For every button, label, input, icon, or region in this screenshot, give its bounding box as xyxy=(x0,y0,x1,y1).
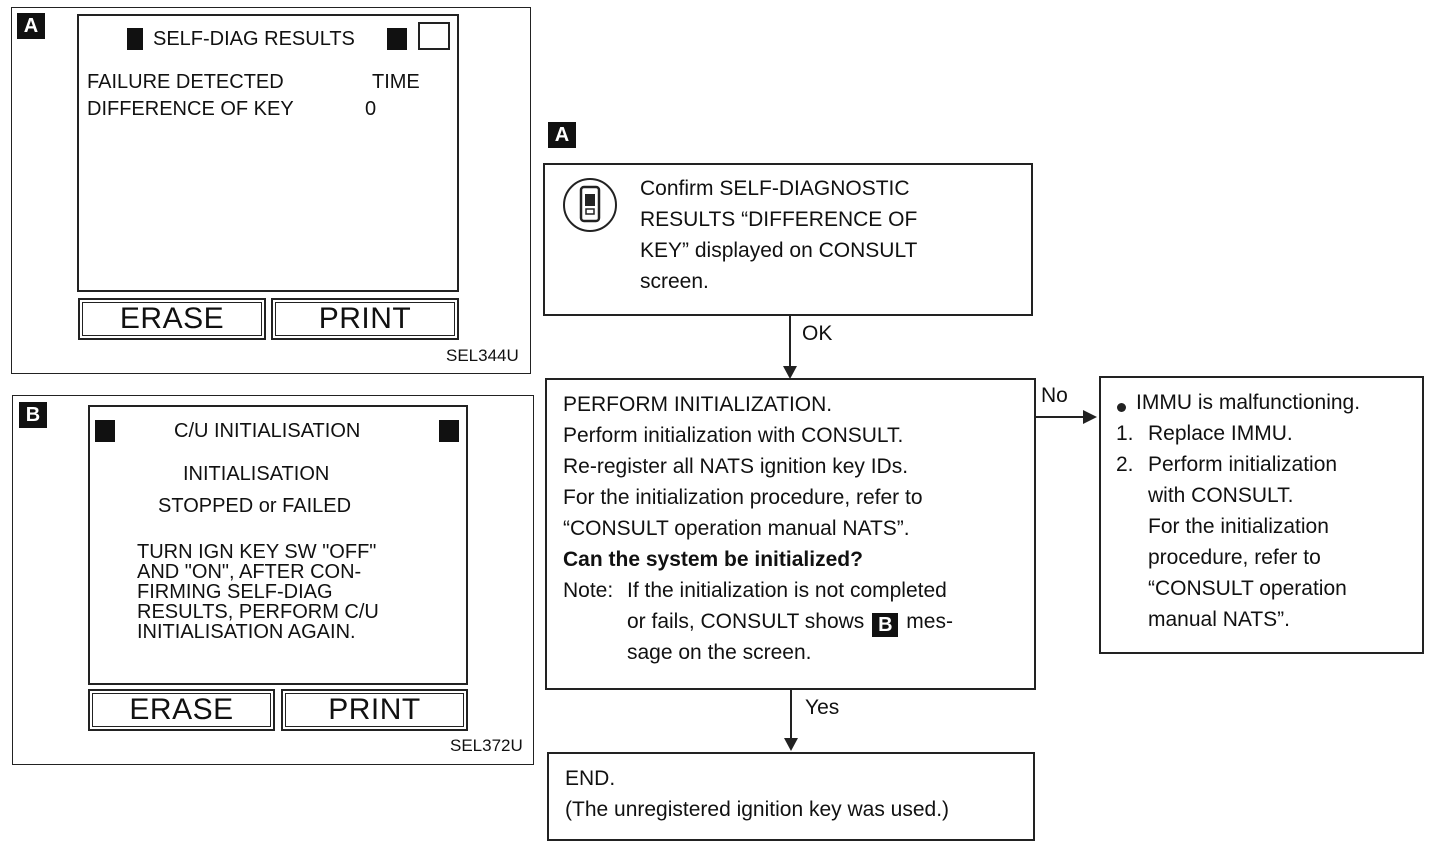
perform-box xyxy=(545,378,1036,690)
panel-a xyxy=(11,7,531,374)
note-text-1: If the initialization is not completed xyxy=(627,579,947,602)
ok-arrowhead xyxy=(783,366,797,379)
immu-box xyxy=(1099,376,1424,654)
confirm-line: RESULTS “DIFFERENCE OF xyxy=(640,208,918,231)
ok-connector xyxy=(789,316,791,368)
perform-note-line3: sage on the screen. xyxy=(627,641,812,664)
panel-a-col-time: TIME xyxy=(372,71,420,93)
immu-step-line: manual NATS”. xyxy=(1148,608,1290,631)
end-box xyxy=(547,752,1035,841)
panel-b-message-line: TURN IGN KEY SW "OFF" xyxy=(137,541,377,563)
yes-arrowhead xyxy=(784,738,798,751)
panel-b-message-line: INITIALISATION AGAIN. xyxy=(137,621,356,643)
end-line: END. xyxy=(565,767,616,790)
panel-a-ref: SEL344U xyxy=(446,346,519,365)
panel-b-print-button[interactable]: PRINT xyxy=(281,689,468,731)
panel-b-line2: STOPPED or FAILED xyxy=(158,495,352,517)
perform-note-line1: Note: If the initialization is not comple… xyxy=(563,575,953,606)
immu-step-line: “CONSULT operation xyxy=(1148,577,1347,600)
panel-a-checkbox[interactable] xyxy=(418,22,450,50)
panel-b-ref: SEL372U xyxy=(450,736,523,755)
note-prefix: Note: xyxy=(563,579,614,602)
no-label: No xyxy=(1041,384,1068,407)
yes-label: Yes xyxy=(805,696,840,719)
perform-line: PERFORM INITIALIZATION. xyxy=(563,393,833,416)
immu-bullet-dot xyxy=(1117,403,1126,412)
panel-b-message: TURN IGN KEY SW "OFF" AND "ON", AFTER CO… xyxy=(137,542,379,642)
panel-b-erase-button[interactable]: ERASE xyxy=(88,689,275,731)
confirm-text: Confirm SELF-DIAGNOSTIC RESULTS “DIFFERE… xyxy=(640,173,917,297)
panel-b xyxy=(12,395,534,765)
panel-a-col-failure: FAILURE DETECTED xyxy=(87,71,284,93)
flow-badge: A xyxy=(548,122,576,148)
panel-b-title-marker-right xyxy=(439,420,459,442)
panel-a-title-marker-left xyxy=(127,28,143,50)
immu-step: 1. Replace IMMU. xyxy=(1116,418,1347,449)
panel-b-message-line: FIRMING SELF-DIAG xyxy=(137,581,333,603)
confirm-box xyxy=(543,163,1033,316)
ok-label: OK xyxy=(802,322,833,345)
immu-step-line: with CONSULT. xyxy=(1148,484,1294,507)
immu-step-line: For the initialization xyxy=(1148,515,1329,538)
panel-a-print-button[interactable]: PRINT xyxy=(271,298,459,340)
panel-b-screen xyxy=(88,405,468,685)
immu-step-line: procedure, refer to xyxy=(1148,546,1321,569)
immu-step: 2. Perform initialization with CONSULT. … xyxy=(1116,449,1347,635)
panel-b-message-line: RESULTS, PERFORM C/U xyxy=(137,601,379,623)
perform-line: For the initialization procedure, refer … xyxy=(563,486,923,509)
perform-text: PERFORM INITIALIZATION. Perform initiali… xyxy=(563,389,953,668)
panel-b-line1: INITIALISATION xyxy=(183,463,330,485)
immu-steps: 1. Replace IMMU. 2. Perform initializati… xyxy=(1116,418,1347,635)
perform-line: Re-register all NATS ignition key IDs. xyxy=(563,455,909,478)
yes-connector xyxy=(790,690,792,740)
end-line: (The unregistered ignition key was used.… xyxy=(565,798,950,821)
immu-step-num: 1. xyxy=(1116,422,1134,445)
note-text-2a: or fails, CONSULT shows xyxy=(627,610,865,633)
note-badge-b: B xyxy=(872,613,899,637)
panel-a-screen xyxy=(77,14,459,292)
immu-step-line: Replace IMMU. xyxy=(1148,422,1293,445)
panel-a-title-marker-right xyxy=(387,28,407,50)
no-arrowhead xyxy=(1083,410,1097,424)
note-text-2b: mes- xyxy=(906,610,953,633)
panel-a-row-value: 0 xyxy=(365,98,377,120)
panel-b-title-marker-left xyxy=(95,420,115,442)
confirm-line: KEY” displayed on CONSULT xyxy=(640,239,918,262)
end-text: END. (The unregistered ignition key was … xyxy=(565,763,949,825)
confirm-line: Confirm SELF-DIAGNOSTIC xyxy=(640,177,910,200)
perform-question: Can the system be initialized? xyxy=(563,548,863,571)
panel-b-message-line: AND "ON", AFTER CON- xyxy=(137,561,362,583)
perform-line: “CONSULT operation manual NATS”. xyxy=(563,517,910,540)
panel-b-badge: B xyxy=(19,402,47,428)
immu-bullet: IMMU is malfunctioning. xyxy=(1136,391,1361,414)
panel-a-title: SELF-DIAG RESULTS xyxy=(153,28,355,50)
consult-tool-icon xyxy=(562,177,618,233)
panel-a-row-item: DIFFERENCE OF KEY xyxy=(87,98,294,120)
panel-b-title: C/U INITIALISATION xyxy=(174,420,361,442)
panel-a-erase-button[interactable]: ERASE xyxy=(78,298,266,340)
panel-a-badge: A xyxy=(17,13,45,39)
immu-step-num: 2. xyxy=(1116,453,1134,476)
confirm-line: screen. xyxy=(640,270,709,293)
perform-line: Perform initialization with CONSULT. xyxy=(563,424,904,447)
no-connector xyxy=(1036,416,1084,418)
immu-step-line: Perform initialization xyxy=(1148,453,1338,476)
